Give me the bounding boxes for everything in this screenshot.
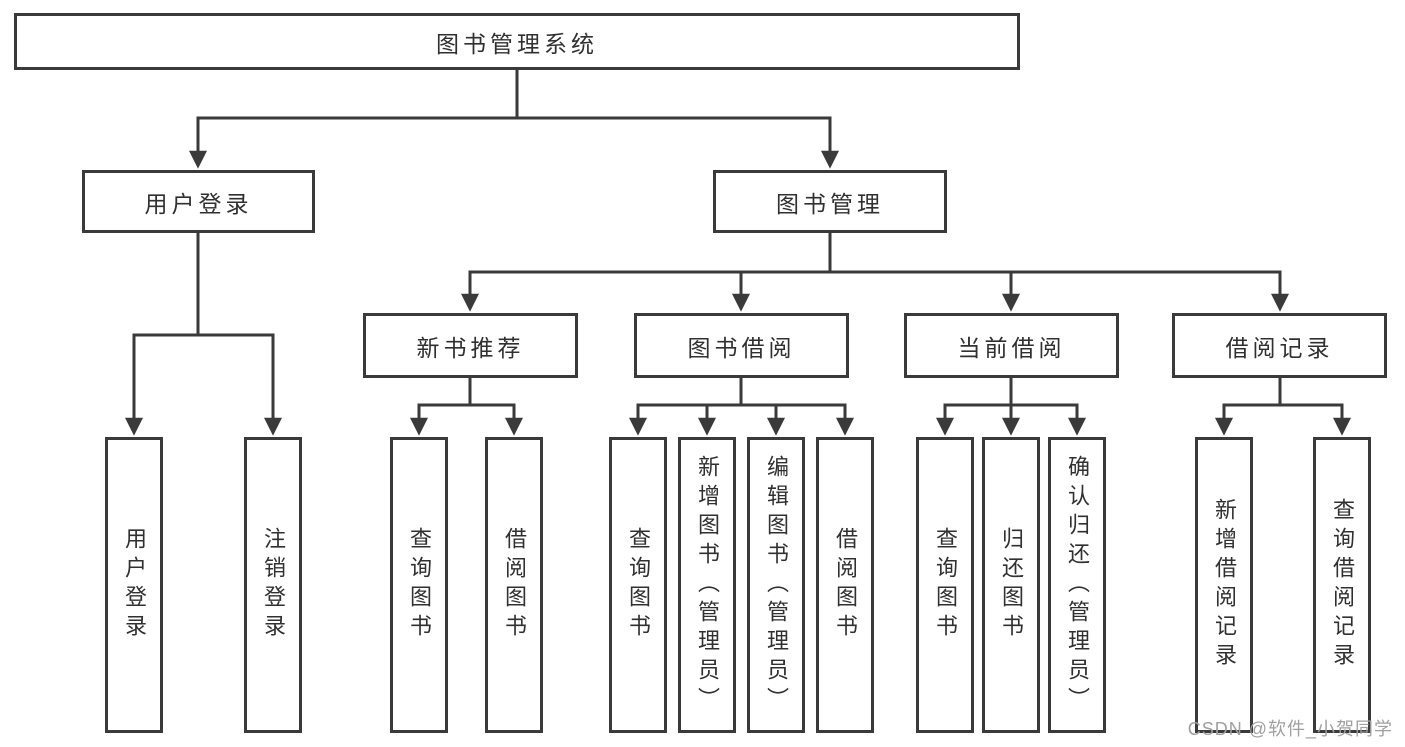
leaf-query-books-borrow: 查询图书 — [609, 437, 667, 733]
node-new-book-recommend: 新书推荐 — [363, 313, 578, 378]
leaf-confirm-return-admin: 确认归还（管理员） — [1048, 437, 1106, 733]
leaf-logout-label: 注销登录 — [261, 527, 286, 643]
leaf-add-books-admin-label: 新增图书（管理员） — [695, 454, 720, 716]
leaf-query-borrow-record-label: 查询借阅记录 — [1330, 498, 1355, 672]
node-current-borrowing: 当前借阅 — [904, 313, 1119, 378]
leaf-return-books: 归还图书 — [982, 437, 1040, 733]
node-book-borrowing: 图书借阅 — [634, 313, 849, 378]
leaf-borrow-books-label: 借阅图书 — [833, 527, 858, 643]
leaf-user-login-label: 用户登录 — [122, 527, 147, 643]
leaf-user-login: 用户登录 — [105, 437, 163, 733]
leaf-add-borrow-record-label: 新增借阅记录 — [1212, 498, 1237, 672]
leaf-query-books-borrow-label: 查询图书 — [626, 527, 651, 643]
leaf-borrow-books-recommend: 借阅图书 — [485, 437, 543, 733]
leaf-logout: 注销登录 — [244, 437, 302, 733]
node-borrowing-records: 借阅记录 — [1172, 313, 1387, 378]
node-library-system: 图书管理系统 — [14, 13, 1020, 70]
leaf-query-books-current-label: 查询图书 — [933, 527, 958, 643]
leaf-query-borrow-record: 查询借阅记录 — [1313, 437, 1371, 733]
leaf-add-borrow-record: 新增借阅记录 — [1195, 437, 1253, 733]
leaf-edit-books-admin: 编辑图书（管理员） — [747, 437, 805, 733]
leaf-borrow-books-recommend-label: 借阅图书 — [502, 527, 527, 643]
leaf-add-books-admin: 新增图书（管理员） — [678, 437, 736, 733]
leaf-edit-books-admin-label: 编辑图书（管理员） — [764, 454, 789, 716]
leaf-query-books-recommend-label: 查询图书 — [407, 527, 432, 643]
leaf-confirm-return-admin-label: 确认归还（管理员） — [1065, 454, 1090, 716]
leaf-return-books-label: 归还图书 — [999, 527, 1024, 643]
leaf-query-books-recommend: 查询图书 — [390, 437, 448, 733]
leaf-query-books-current: 查询图书 — [916, 437, 974, 733]
watermark: CSDN @软件_小贺同学 — [1187, 719, 1393, 739]
node-user-login: 用户登录 — [82, 170, 315, 233]
node-book-management: 图书管理 — [713, 170, 947, 233]
leaf-borrow-books: 借阅图书 — [816, 437, 874, 733]
